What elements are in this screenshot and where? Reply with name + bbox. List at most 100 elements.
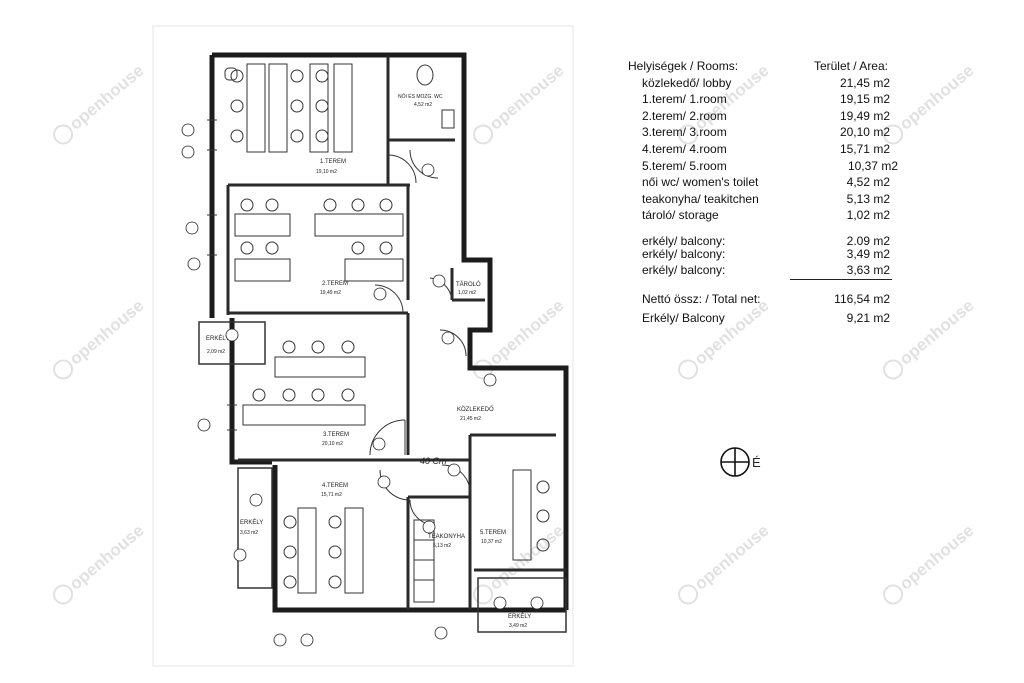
legend-row: 4.terem/ 4.room 15,71 m2 (628, 141, 898, 158)
legend-sum-rule-wrap (628, 278, 898, 281)
lobby-label: KÖZLEKEDŐ (457, 406, 494, 413)
storage-label: TÁROLÓ (456, 281, 481, 288)
watermark-logo: openhouse (678, 521, 773, 605)
legend-room-area: 15,71 m2 (839, 141, 890, 156)
legend-row: 5.terem/ 5.room 10,37 m2 (628, 158, 898, 175)
room1-area: 19,10 m2 (316, 169, 337, 175)
legend-room-area: 4,52 m2 (846, 175, 890, 190)
legend-balcony-name: erkély/ balcony: (642, 246, 726, 261)
legend-balcony-area: 3,49 m2 (846, 246, 890, 261)
room5-furniture (512, 469, 550, 561)
legend-row: közlekedő/ lobby 21,45 m2 (628, 75, 898, 92)
room2-area: 19,49 m2 (320, 290, 341, 296)
legend-balcony-area: 2.09 m2 (846, 233, 890, 248)
room4-label: 4.TEREM (322, 483, 348, 489)
windows (207, 119, 237, 431)
legend-row: tároló/ storage 1,02 m2 (628, 207, 898, 224)
room3-area: 20,10 m2 (322, 441, 343, 447)
watermark-logo: openhouse (53, 521, 148, 605)
wc-area: 4,52 m2 (414, 102, 432, 108)
handwritten-note: 40 Cm (420, 456, 447, 466)
legend-room-name: közlekedő/ lobby (642, 75, 732, 90)
watermark-text: openhouse (896, 296, 978, 369)
watermark-text: openhouse (486, 61, 568, 134)
legend-total-name: Nettó össz: / Total net: (642, 291, 761, 306)
legend-balcony-row: erkély/ balcony: 2.09 m2 (628, 233, 898, 250)
balcony-left-top-label: ERKÉLY (206, 335, 229, 342)
kitchen-area: 5,13 m2 (433, 543, 451, 549)
balcony-left-bottom-area: 3,63 m2 (240, 530, 258, 536)
room5-label: 5.TEREM (480, 530, 506, 536)
legend-row: teakonyha/ teakitchen 5,13 m2 (628, 191, 898, 208)
legend-room-name: női wc/ women's toilet (642, 175, 759, 190)
north-arrow-label: É (752, 455, 761, 470)
interior-walls (226, 55, 566, 610)
watermark-logo: openhouse (53, 296, 148, 380)
north-arrow: É (720, 447, 761, 477)
balcony-bottom-area: 3,49 m2 (509, 623, 527, 629)
room2-label: 2.TEREM (322, 281, 348, 287)
watermark-text: openhouse (66, 296, 148, 369)
kitchen-label: TEAKONYHA (428, 534, 465, 540)
legend-rooms-heading: Helyiségek / Rooms: (628, 59, 739, 73)
room2-furniture (234, 198, 404, 282)
legend-room-name: 3.terem/ 3.room (642, 125, 727, 140)
room3-furniture (242, 340, 366, 426)
section-markers (181, 123, 544, 647)
watermark-text: openhouse (486, 296, 568, 369)
legend-balcony-row: erkély/ balcony: 3,49 m2 (628, 246, 898, 263)
doors (369, 149, 471, 526)
room1-label: 1.TEREM (320, 159, 346, 165)
legend-balcony-area: 3,63 m2 (846, 263, 890, 278)
legend-room-name: 5.terem/ 5.room (642, 158, 727, 173)
legend-total-area: 116,54 m2 (834, 291, 890, 306)
watermark-logo: openhouse (53, 61, 148, 145)
watermark-text: openhouse (66, 61, 148, 134)
legend-row: női wc/ women's toilet 4,52 m2 (628, 174, 898, 191)
legend-area-heading: Terület / Area: (813, 59, 888, 73)
page-border (152, 25, 574, 667)
legend-room-area: 19,15 m2 (839, 92, 890, 107)
legend-balcony-name: erkély/ balcony: (642, 233, 726, 248)
room4-area: 15,71 m2 (321, 492, 342, 498)
legend-room-name: tároló/ storage (642, 208, 719, 223)
legend-room-name: 2.terem/ 2.room (642, 108, 727, 123)
legend-room-area: 20,10 m2 (839, 125, 890, 140)
legend-room-area: 1,02 m2 (846, 208, 890, 223)
legend-balcony-row: erkély/ balcony: 3,63 m2 (628, 262, 898, 279)
wc-fixtures (416, 64, 455, 129)
legend-room-area: 10,37 m2 (847, 158, 898, 173)
balcony-bottom-label: ERKÉLY (508, 613, 531, 620)
area-legend: Helyiségek / Rooms: Terület / Area: közl… (628, 58, 898, 327)
watermark-text: openhouse (896, 61, 978, 134)
legend-room-name: teakonyha/ teakitchen (642, 191, 759, 206)
storage-area: 1,02 m2 (458, 290, 476, 296)
room4-furniture (283, 507, 364, 594)
watermark-text: openhouse (896, 521, 978, 594)
watermark-text: openhouse (691, 521, 773, 594)
lobby-area: 21,45 m2 (460, 416, 481, 422)
legend-row: 3.terem/ 3.room 20,10 m2 (628, 124, 898, 141)
wc-label: NŐI ÉS MOZG. WC (398, 93, 443, 100)
legend-balcony-name: erkély/ balcony: (642, 263, 726, 278)
legend-header: Helyiségek / Rooms: Terület / Area: (628, 58, 898, 75)
legend-room-area: 5,13 m2 (846, 191, 890, 206)
room3-label: 3.TEREM (323, 432, 349, 438)
balcony-left-top-area: 2,09 m2 (207, 349, 225, 355)
room-labels: 1.TEREM 19,10 m2 2.TEREM 19,49 m2 3.TERE… (206, 93, 531, 629)
room1-furniture (224, 63, 353, 153)
watermark-text: openhouse (66, 521, 148, 594)
balconies (198, 321, 567, 633)
room5-area: 10,37 m2 (481, 539, 502, 545)
legend-total-name: Erkély/ Balcony (642, 311, 725, 326)
legend-room-area: 21,45 m2 (839, 75, 890, 90)
legend-room-name: 4.terem/ 4.room (642, 141, 727, 156)
legend-room-area: 19,49 m2 (839, 108, 890, 123)
legend-row: 2.terem/ 2.room 19,49 m2 (628, 108, 898, 125)
balcony-left-bottom-label: ERKÉLY (240, 519, 263, 526)
kitchen-fixtures (413, 519, 435, 603)
legend-total-row: Nettó össz: / Total net: 116,54 m2 (628, 291, 898, 308)
